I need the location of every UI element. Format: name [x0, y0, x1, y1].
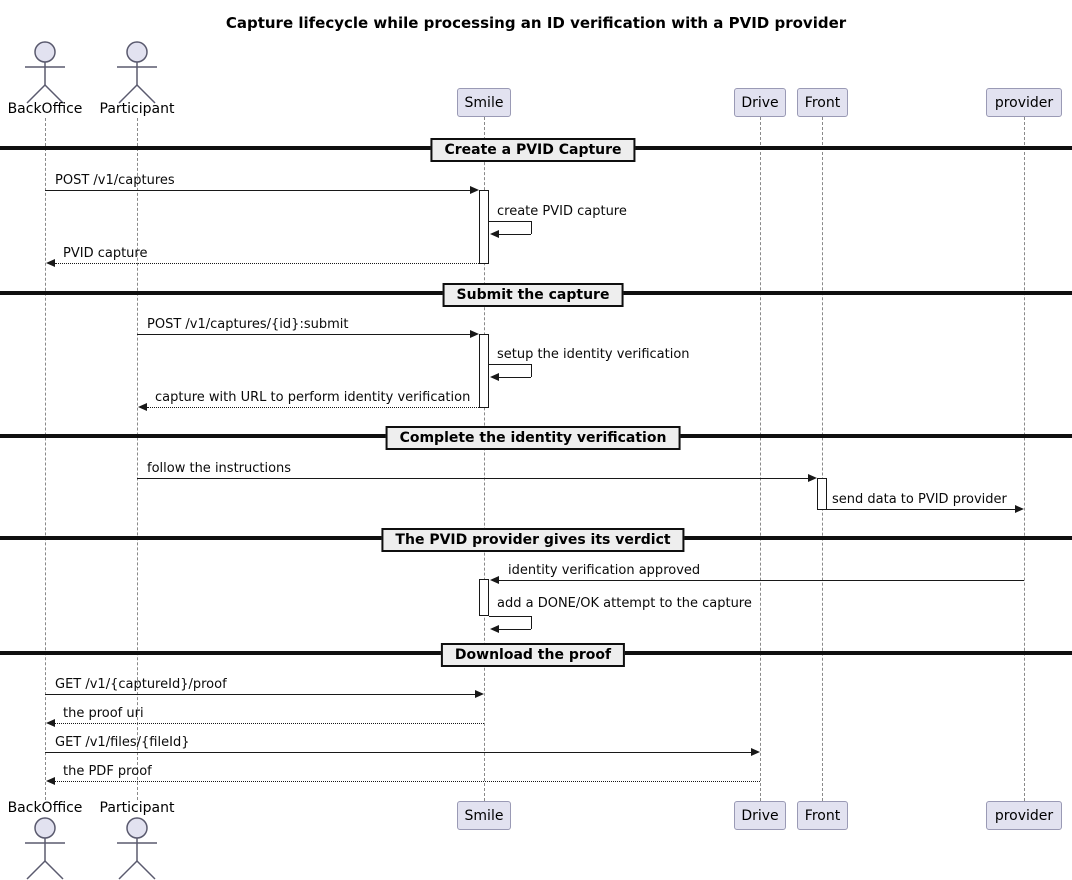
message-label: GET /v1/{captureId}/proof: [55, 677, 227, 692]
participant-box-smile: Smile: [457, 88, 511, 117]
self-message-line: [531, 616, 532, 629]
arrowhead: [470, 330, 479, 338]
self-message-line: [489, 364, 531, 365]
arrowhead: [470, 186, 479, 194]
message-label: POST /v1/captures: [55, 173, 175, 188]
participant-box-front: Front: [797, 88, 848, 117]
arrowhead: [475, 690, 484, 698]
participant-box-front-bottom: Front: [797, 801, 848, 830]
message-line: [137, 478, 808, 479]
actor-icon: [117, 41, 157, 104]
participant-box-provider: provider: [986, 88, 1062, 117]
actor-icon: [25, 817, 65, 880]
message-label: create PVID capture: [497, 204, 627, 219]
self-message-line: [531, 364, 532, 377]
message-label: GET /v1/files/{fileId}: [55, 735, 190, 750]
message-line: [137, 334, 470, 335]
self-message-line: [489, 616, 531, 617]
arrowhead: [46, 259, 55, 267]
message-line: [45, 752, 751, 753]
arrowhead: [490, 373, 499, 381]
divider-complete-verification: Complete the identity verification: [385, 426, 681, 450]
participant-box-drive-bottom: Drive: [734, 801, 786, 830]
actor-icon: [25, 41, 65, 104]
participant-box-smile-bottom: Smile: [457, 801, 511, 830]
self-message-line: [499, 234, 531, 235]
lifeline-backoffice: [45, 118, 46, 800]
lifeline-participant: [137, 118, 138, 800]
lifeline-front: [822, 117, 823, 801]
lifeline-smile: [484, 117, 485, 801]
message-label: POST /v1/captures/{id}:submit: [147, 317, 349, 332]
message-label: add a DONE/OK attempt to the capture: [497, 596, 752, 611]
arrowhead: [751, 748, 760, 756]
message-line: [147, 407, 479, 408]
actor-label-participant-bottom: Participant: [99, 800, 175, 816]
arrowhead: [490, 625, 499, 633]
diagram-title: Capture lifecycle while processing an ID…: [225, 14, 847, 32]
arrowhead: [490, 576, 499, 584]
divider-submit-capture: Submit the capture: [442, 283, 624, 307]
self-message-line: [531, 221, 532, 234]
participant-box-drive: Drive: [734, 88, 786, 117]
divider-provider-verdict: The PVID provider gives its verdict: [381, 528, 685, 552]
message-label: identity verification approved: [508, 563, 701, 578]
activation-smile-3: [479, 579, 489, 616]
message-label: send data to PVID provider: [832, 492, 1007, 507]
self-message-line: [499, 629, 531, 630]
message-label: the proof uri: [63, 706, 144, 721]
arrowhead: [808, 474, 817, 482]
message-label: follow the instructions: [147, 461, 292, 476]
divider-download-proof: Download the proof: [440, 643, 626, 667]
arrowhead: [138, 403, 147, 411]
message-line: [55, 723, 484, 724]
participant-box-provider-bottom: provider: [986, 801, 1062, 830]
message-label: setup the identity verification: [497, 347, 690, 362]
activation-front: [817, 478, 827, 510]
actor-label-backoffice-bottom: BackOffice: [7, 800, 83, 816]
divider-create-capture: Create a PVID Capture: [430, 138, 636, 162]
arrowhead: [1015, 505, 1024, 513]
lifeline-provider: [1024, 117, 1025, 801]
message-line: [45, 694, 475, 695]
actor-label-backoffice: BackOffice: [7, 101, 83, 117]
self-message-line: [499, 377, 531, 378]
message-line: [45, 190, 470, 191]
message-line: [827, 509, 1015, 510]
message-label: capture with URL to perform identity ver…: [155, 390, 471, 405]
message-label: the PDF proof: [63, 764, 152, 779]
activation-smile-2: [479, 334, 489, 408]
message-line: [55, 263, 479, 264]
arrowhead: [46, 719, 55, 727]
actor-icon: [117, 817, 157, 880]
arrowhead: [46, 777, 55, 785]
arrowhead: [490, 230, 499, 238]
actor-label-participant: Participant: [99, 101, 175, 117]
message-line: [499, 580, 1024, 581]
message-line: [55, 781, 760, 782]
activation-smile-1: [479, 190, 489, 264]
lifeline-drive: [760, 117, 761, 801]
self-message-line: [489, 221, 531, 222]
message-label: PVID capture: [63, 246, 148, 261]
